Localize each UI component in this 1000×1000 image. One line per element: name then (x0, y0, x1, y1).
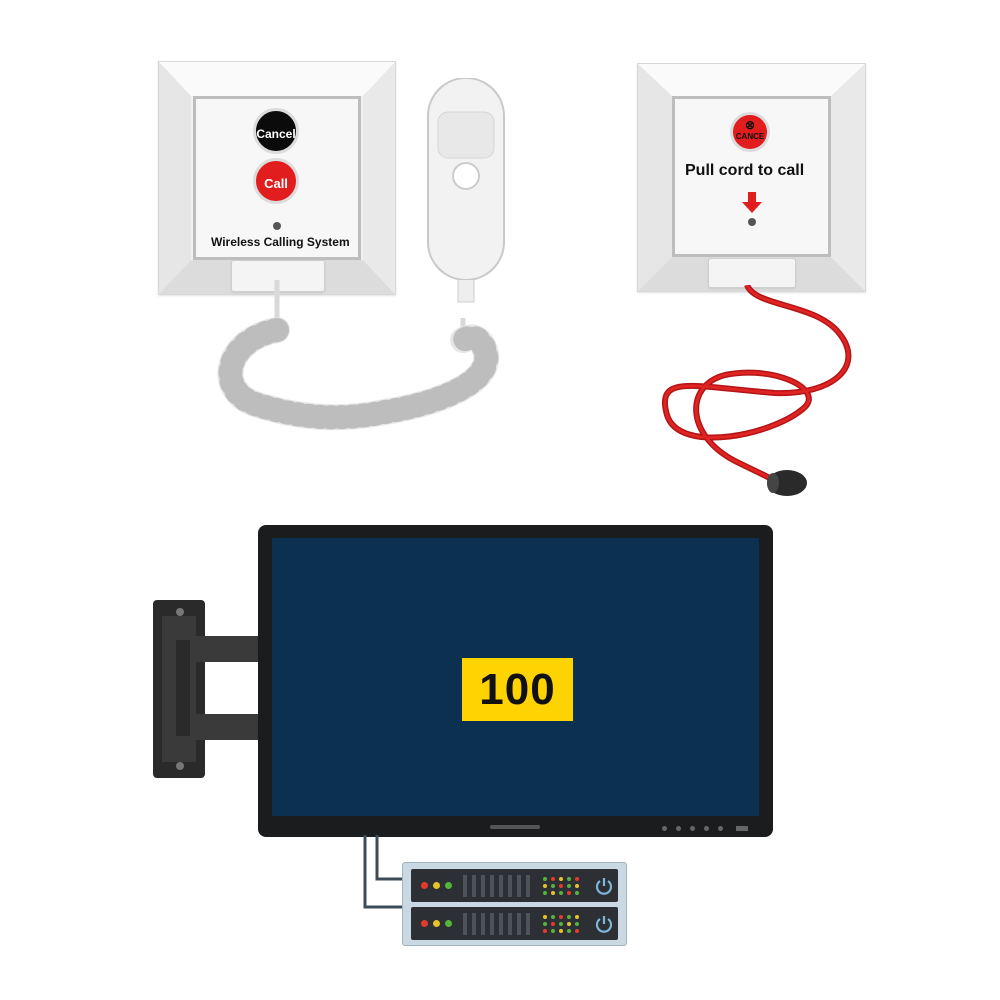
panel-caption: Pull cord to call (685, 162, 805, 179)
control-dot (704, 826, 709, 831)
control-dot (690, 826, 695, 831)
led-green (445, 882, 452, 889)
cancel-button[interactable]: ⊗ CANCE (730, 112, 770, 152)
receiver-unit (411, 869, 618, 902)
call-number-display: 100 (462, 658, 573, 721)
vent-grille (463, 913, 530, 935)
display-screen: 100 (272, 538, 759, 816)
receiver-rack (402, 862, 627, 946)
coiled-cable (217, 280, 500, 431)
cancel-button[interactable]: Cancel (253, 108, 299, 154)
power-icon[interactable] (594, 876, 614, 896)
monitor-controls[interactable] (662, 826, 758, 832)
signal-cables (363, 835, 403, 909)
cancel-label: CANCE (735, 132, 765, 141)
handset-remote[interactable] (420, 78, 530, 318)
vent-grille (463, 875, 530, 897)
handset-button (452, 162, 480, 190)
indicator-grid (543, 877, 579, 895)
led-red (421, 920, 428, 927)
wireless-call-panel: Cancel Call Wireless Calling System (158, 61, 396, 295)
led-yellow (433, 882, 440, 889)
cord-socket (708, 258, 796, 288)
led-green (445, 920, 452, 927)
pull-cord-panel: ⊗ CANCE Pull cord to call (637, 63, 866, 292)
display-monitor: 100 (258, 525, 773, 837)
power-icon[interactable] (594, 914, 614, 934)
indicator-grid (543, 915, 579, 933)
cancel-x-icon: ⊗ (744, 118, 756, 132)
led-yellow (433, 920, 440, 927)
control-dot (676, 826, 681, 831)
status-led (748, 218, 756, 226)
control-dot (718, 826, 723, 831)
wall-mount-bracket (153, 600, 260, 778)
receiver-unit (411, 907, 618, 940)
panel-caption: Wireless Calling System (211, 235, 350, 249)
monitor-logo-bar (490, 825, 540, 829)
down-arrow-icon (742, 192, 762, 213)
led-red (421, 882, 428, 889)
status-led (273, 222, 281, 230)
power-switch[interactable] (736, 826, 748, 831)
pull-cord[interactable] (655, 285, 865, 515)
panel-bevel (638, 64, 865, 291)
control-dot (662, 826, 667, 831)
call-button[interactable]: Call (253, 158, 299, 204)
